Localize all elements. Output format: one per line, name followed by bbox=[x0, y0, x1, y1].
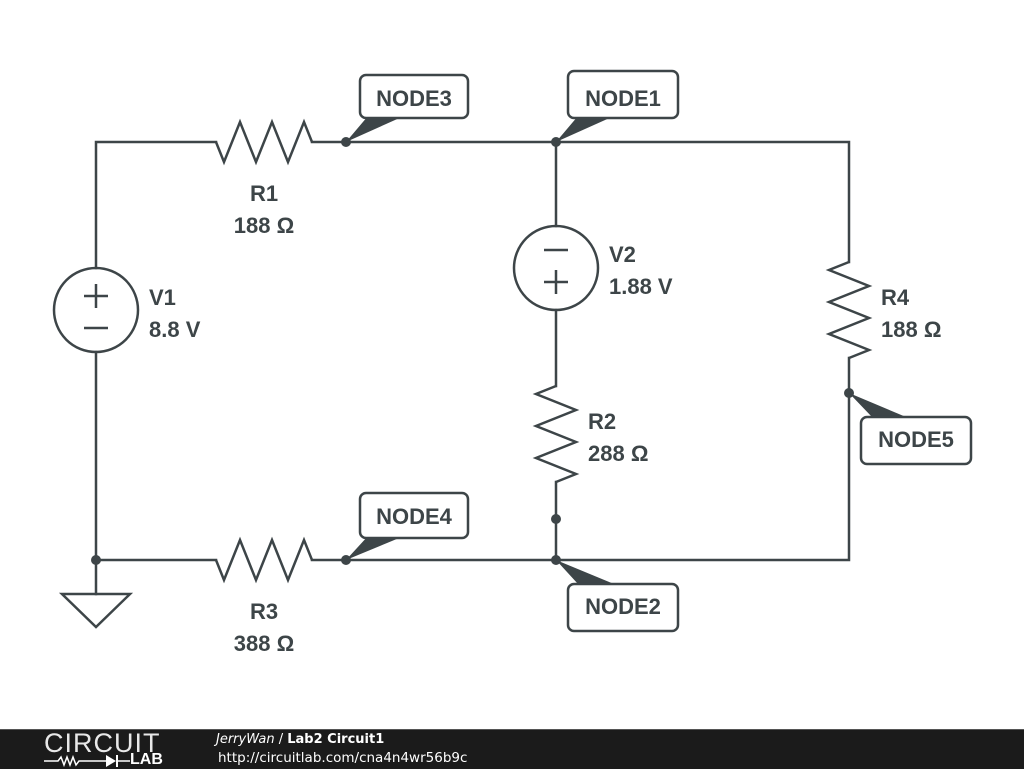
node4-box bbox=[358, 491, 470, 540]
node4-pointer bbox=[346, 536, 404, 560]
node2-pointer bbox=[556, 560, 614, 584]
r4-name: R4 bbox=[881, 285, 910, 310]
node5-box bbox=[859, 415, 973, 466]
v2-circle bbox=[512, 224, 600, 312]
r2-value: 288 Ω bbox=[588, 441, 648, 466]
node4-label: NODE4 bbox=[376, 504, 453, 529]
node2-box bbox=[566, 582, 680, 633]
junction-dot-r2-bottom bbox=[551, 514, 561, 524]
circuitlab-logo-icon bbox=[44, 754, 130, 768]
circuit-title[interactable]: Lab2 Circuit1 bbox=[287, 732, 385, 747]
resistor-r2[interactable] bbox=[532, 384, 580, 484]
resistor-r1-zigzag bbox=[214, 118, 314, 166]
node-tag-node2[interactable]: NODE2 bbox=[556, 560, 680, 633]
author-link[interactable]: JerryWan bbox=[216, 732, 275, 747]
junction-dot-ground bbox=[91, 555, 101, 565]
node-tag-node5[interactable]: NODE5 bbox=[849, 393, 973, 466]
wire-bottom-right bbox=[310, 356, 851, 562]
v1-name: V1 bbox=[149, 285, 176, 310]
node3-label: NODE3 bbox=[376, 86, 452, 111]
resistor-r1[interactable] bbox=[214, 118, 314, 166]
r2-name: R2 bbox=[588, 409, 616, 434]
ground-icon bbox=[58, 592, 134, 629]
resistor-r4-zigzag bbox=[825, 260, 873, 360]
v2-name: V2 bbox=[609, 242, 636, 267]
node1-pointer bbox=[556, 116, 614, 142]
node1-label: NODE1 bbox=[585, 86, 661, 111]
title-separator: / bbox=[274, 732, 288, 747]
r1-name: R1 bbox=[250, 181, 278, 206]
node-tag-node4[interactable]: NODE4 bbox=[346, 491, 470, 560]
resistor-r4[interactable] bbox=[825, 260, 873, 360]
node1-box bbox=[566, 69, 680, 120]
circuit-title-line: JerryWan / Lab2 Circuit1 bbox=[216, 732, 384, 748]
ground-symbol[interactable] bbox=[58, 592, 134, 629]
node-tag-node1[interactable]: NODE1 bbox=[556, 69, 680, 142]
node3-box bbox=[358, 73, 470, 120]
voltage-source-v1[interactable] bbox=[52, 266, 140, 354]
wire-top-left bbox=[94, 140, 218, 270]
v1-circle bbox=[52, 266, 140, 354]
resistor-r3-zigzag bbox=[214, 536, 314, 584]
node2-label: NODE2 bbox=[585, 594, 661, 619]
voltage-source-v2[interactable] bbox=[512, 224, 600, 312]
circuit-url[interactable]: http://circuitlab.com/cna4n4wr56b9c bbox=[218, 750, 468, 766]
v1-value: 8.8 V bbox=[149, 317, 201, 342]
wire-top-right bbox=[310, 140, 851, 264]
footer-bar: CIRCUIT LAB JerryWan / Lab2 Circuit1 htt… bbox=[0, 729, 1024, 769]
r4-value: 188 Ω bbox=[881, 317, 941, 342]
node3-pointer bbox=[346, 116, 404, 142]
node5-label: NODE5 bbox=[878, 427, 954, 452]
circuitlab-logo-text[interactable]: CIRCUIT bbox=[44, 728, 161, 758]
node-tag-node3[interactable]: NODE3 bbox=[346, 73, 470, 142]
component-labels: R1 188 Ω R3 388 Ω R2 288 Ω R4 188 Ω V1 8… bbox=[149, 181, 941, 656]
v2-value: 1.88 V bbox=[609, 274, 673, 299]
r1-value: 188 Ω bbox=[234, 213, 294, 238]
resistor-r3[interactable] bbox=[214, 536, 314, 584]
resistor-r2-zigzag bbox=[532, 384, 580, 484]
wires bbox=[94, 140, 851, 596]
junctions bbox=[91, 137, 854, 565]
r3-value: 388 Ω bbox=[234, 631, 294, 656]
circuit-schematic: R1 188 Ω R3 388 Ω R2 288 Ω R4 188 Ω V1 8… bbox=[52, 69, 973, 656]
r3-name: R3 bbox=[250, 599, 278, 624]
node5-pointer bbox=[849, 393, 906, 417]
circuitlab-logo-lab: LAB bbox=[130, 751, 163, 768]
